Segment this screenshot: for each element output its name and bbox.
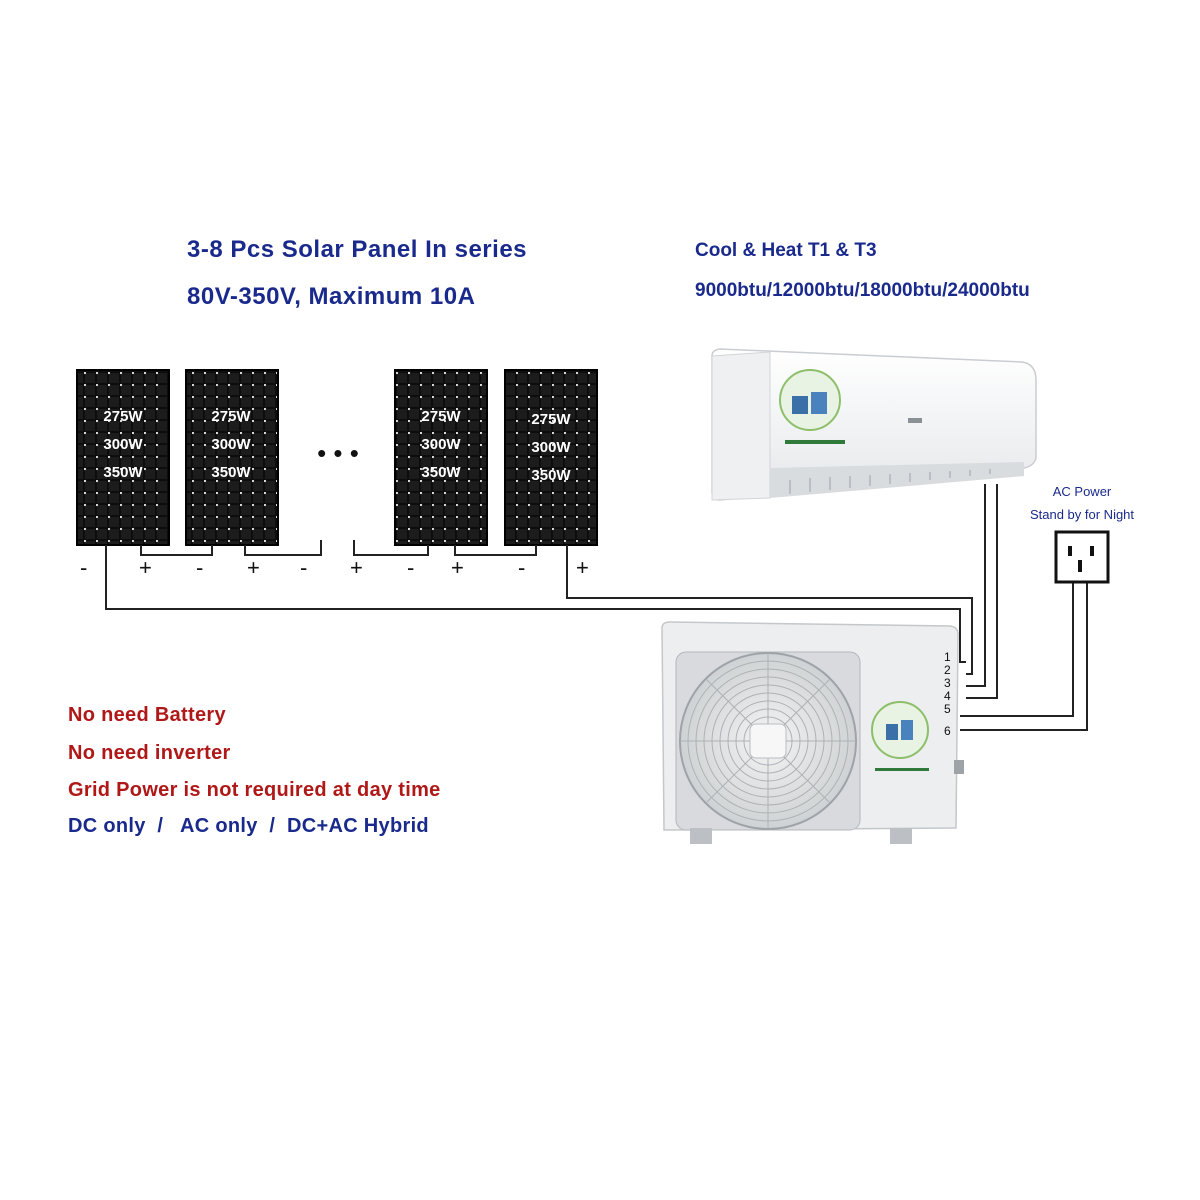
- polarity-plus: +: [451, 555, 464, 580]
- port-5: 5: [944, 702, 951, 716]
- panel-2-watt-1: 275W: [211, 408, 251, 425]
- ac-wires: [960, 582, 1088, 731]
- ac-standby-label: Stand by for Night: [1029, 507, 1135, 522]
- power-socket-icon: [1054, 530, 1110, 584]
- spec-line-1: Cool & Heat T1 & T3: [695, 240, 877, 261]
- polarity-plus: +: [139, 555, 152, 580]
- panel-3-watt-3: 350W: [421, 464, 461, 481]
- panel-4-watt-2: 300W: [531, 439, 571, 456]
- port-6: 6: [944, 724, 951, 738]
- title-line-2: 80V-350V, Maximum 10A: [187, 283, 476, 310]
- polarity-minus: -: [518, 555, 526, 580]
- brand-logo: [871, 701, 929, 759]
- outdoor-ac-unit-icon: [661, 621, 964, 844]
- ac-power-label: AC Power: [1052, 484, 1112, 499]
- dc-wires: [105, 484, 998, 699]
- title-line-1: 3-8 Pcs Solar Panel In series: [187, 236, 528, 263]
- polarity-minus: -: [196, 555, 204, 580]
- note-no-inverter: No need inverter: [68, 742, 231, 764]
- polarity-minus: -: [300, 555, 308, 580]
- polarity-plus: +: [350, 555, 363, 580]
- brand-logo: [779, 369, 841, 431]
- solar-panel-icon: 275W 300W 350W: [185, 369, 279, 546]
- panel-2-watt-2: 300W: [211, 436, 251, 453]
- solar-panel-icon: 275W 300W 350W: [76, 369, 170, 546]
- panel-1-watt-3: 350W: [103, 464, 143, 481]
- panel-4-watt-1: 275W: [531, 411, 571, 428]
- port-4: 4: [944, 689, 951, 703]
- spec-line-2: 9000btu/12000btu/18000btu/24000btu: [695, 280, 1030, 301]
- more-panels-ellipsis: • • •: [317, 438, 359, 468]
- panel-2-watt-3: 350W: [211, 464, 251, 481]
- panel-3-watt-1: 275W: [421, 408, 461, 425]
- panel-3-watt-2: 300W: [421, 436, 461, 453]
- indoor-ac-unit-icon: [711, 348, 1037, 501]
- solar-panel-icon: 275W 300W 350W: [504, 369, 598, 546]
- note-grid-power: Grid Power is not required at day time: [68, 779, 441, 801]
- solar-panel-icon: 275W 300W 350W: [394, 369, 488, 546]
- port-1: 1: [944, 650, 951, 664]
- series-wiring: [140, 540, 537, 556]
- panel-1-watt-1: 275W: [103, 408, 143, 425]
- polarity-minus: -: [407, 555, 415, 580]
- polarity-plus: +: [576, 555, 589, 580]
- port-3: 3: [944, 676, 951, 690]
- polarity-plus: +: [247, 555, 260, 580]
- note-modes: DC only / AC only / DC+AC Hybrid: [68, 815, 429, 837]
- polarity-minus: -: [80, 555, 88, 580]
- panel-1-watt-2: 300W: [103, 436, 143, 453]
- panel-4-watt-3: 350W: [531, 467, 571, 484]
- port-2: 2: [944, 663, 951, 677]
- note-no-battery: No need Battery: [68, 704, 226, 726]
